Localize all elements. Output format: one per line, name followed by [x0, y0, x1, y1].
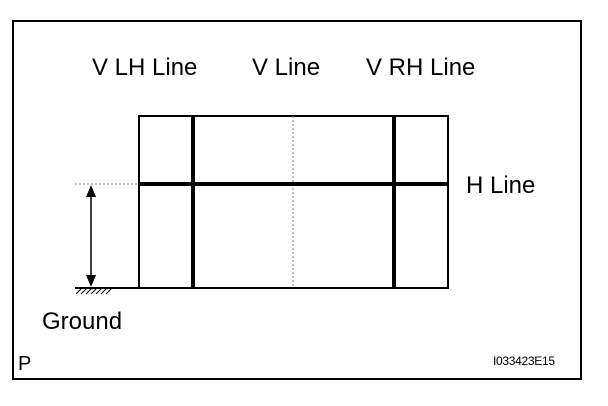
figure-code: I033423E15 [493, 354, 555, 368]
corner-mark: P [18, 353, 32, 375]
arrow-down-icon [86, 275, 96, 287]
ground-label: Ground [42, 308, 123, 335]
ground-hatching [75, 287, 113, 295]
v-rh-line-label: V RH Line [366, 54, 476, 81]
v-line-label: V Line [252, 54, 321, 81]
v-lh-line-label: V LH Line [92, 54, 198, 81]
h-line-label: H Line [466, 172, 536, 199]
arrow-up-icon [86, 185, 96, 197]
diagram-frame [12, 20, 582, 380]
